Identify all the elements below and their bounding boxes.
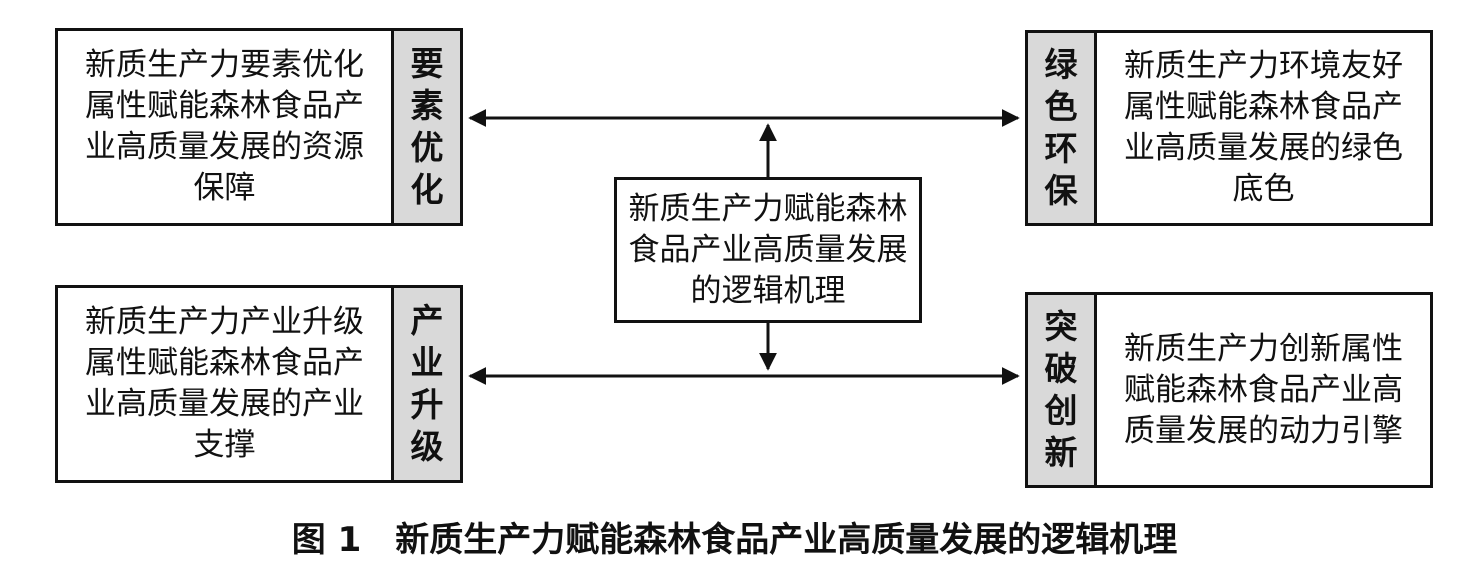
box-resource-guarantee-text: 新质生产力要素优化属性赋能森林食品产业高质量发展的资源保障	[85, 47, 364, 206]
tag-char: 绿	[1044, 45, 1078, 84]
box-power-engine-text: 新质生产力创新属性赋能森林食品产业高质量发展的动力引擎	[1124, 330, 1403, 449]
tag-industry-upgrade: 产 业 升 级	[391, 288, 460, 480]
figure-title: 新质生产力赋能森林食品产业高质量发展的逻辑机理	[395, 520, 1178, 560]
tag-char: 化	[410, 170, 444, 209]
tag-char: 创	[1044, 391, 1078, 430]
tag-char: 要	[410, 44, 444, 83]
tag-char: 新	[1044, 433, 1078, 472]
box-industry-support-text: 新质生产力产业升级属性赋能森林食品产业高质量发展的产业支撑	[85, 304, 364, 463]
tag-char: 素	[410, 86, 444, 125]
tag-char: 优	[410, 128, 444, 167]
box-green-base: 绿 色 环 保 新质生产力环境友好属性赋能森林食品产业高质量发展的绿色底色	[1025, 30, 1433, 226]
tag-factor-optimization: 要 素 优 化	[391, 31, 460, 223]
tag-breakthrough-innovation: 突 破 创 新	[1028, 295, 1097, 485]
tag-char: 产	[410, 301, 444, 340]
tag-char: 色	[1044, 87, 1078, 126]
tag-char: 破	[1044, 349, 1078, 388]
box-industry-support: 新质生产力产业升级属性赋能森林食品产业高质量发展的产业支撑 产 业 升 级	[55, 285, 463, 483]
center-logic-box: 新质生产力赋能森林食品产业高质量发展的逻辑机理	[614, 177, 922, 323]
figure-number: 图 1	[291, 520, 362, 560]
box-resource-guarantee: 新质生产力要素优化属性赋能森林食品产业高质量发展的资源保障 要 素 优 化	[55, 28, 463, 226]
figure-caption: 图 1 新质生产力赋能森林食品产业高质量发展的逻辑机理	[0, 512, 1469, 561]
tag-green-environment: 绿 色 环 保	[1028, 33, 1097, 223]
tag-char: 环	[1044, 129, 1078, 168]
tag-char: 业	[410, 343, 444, 382]
box-green-base-text: 新质生产力环境友好属性赋能森林食品产业高质量发展的绿色底色	[1124, 48, 1403, 207]
tag-char: 保	[1044, 171, 1078, 210]
tag-char: 升	[410, 385, 444, 424]
box-power-engine: 突 破 创 新 新质生产力创新属性赋能森林食品产业高质量发展的动力引擎	[1025, 292, 1433, 488]
tag-char: 级	[410, 427, 444, 466]
tag-char: 突	[1044, 307, 1078, 346]
